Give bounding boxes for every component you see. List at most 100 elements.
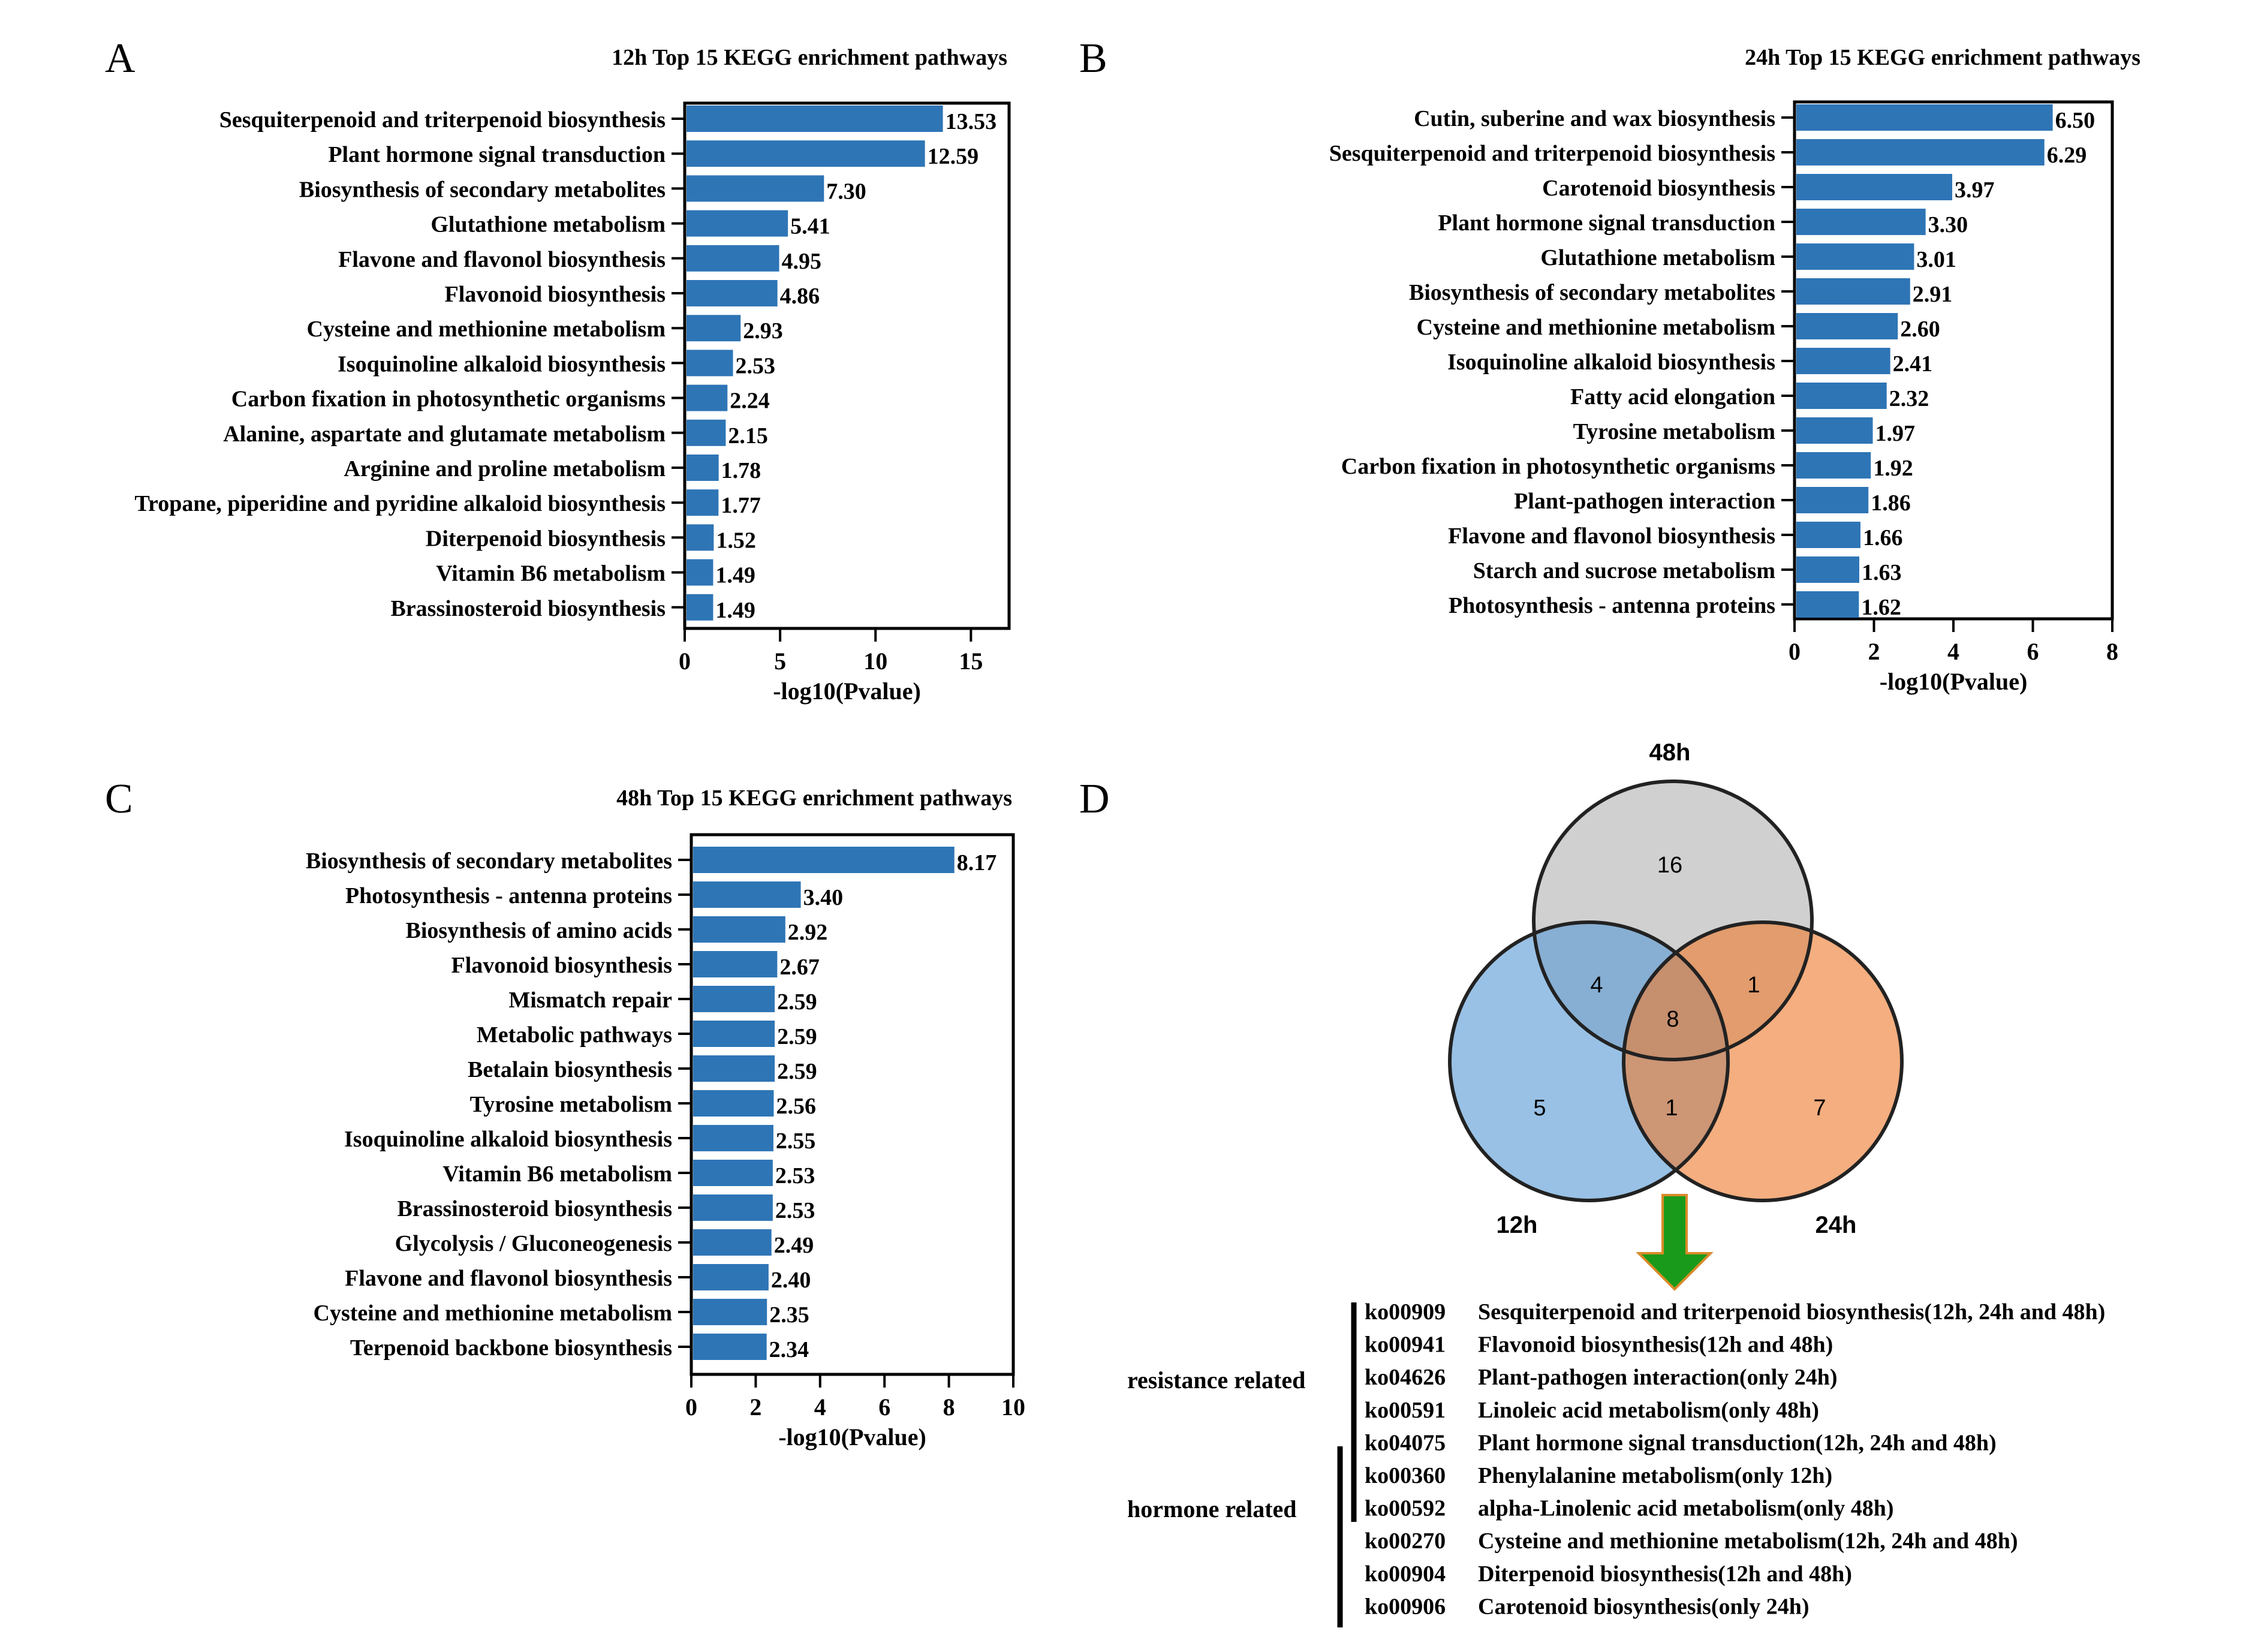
- bar: [693, 951, 778, 977]
- bar-value-label: 2.53: [775, 1163, 815, 1188]
- bar-value-label: 2.35: [769, 1302, 809, 1328]
- y-tick-label: Photosynthesis - antenna proteins: [1449, 593, 1775, 618]
- y-tick-label: Carbon fixation in photosynthetic organi…: [1341, 454, 1775, 479]
- x-tick-label: 4: [1947, 638, 1959, 665]
- x-tick-label: 2: [749, 1394, 761, 1421]
- x-axis-label: -log10(Pvalue): [778, 1424, 926, 1451]
- bar-value-label: 2.60: [1900, 317, 1940, 342]
- venn-circle-outline: [1622, 920, 1904, 1202]
- pathway-id: ko00906: [1365, 1594, 1446, 1619]
- y-tick-label: Vitamin B6 metabolism: [436, 561, 666, 586]
- pathway-name: Diterpenoid biosynthesis(12h and 48h): [1478, 1561, 1852, 1587]
- bar-value-label: 2.93: [743, 318, 783, 344]
- bar: [1796, 139, 2045, 165]
- bar-value-label: 2.49: [774, 1233, 814, 1258]
- y-tick-label: Flavonoid biosynthesis: [445, 282, 666, 307]
- bar: [687, 140, 925, 167]
- bar: [693, 1021, 775, 1047]
- x-axis-label: -log10(Pvalue): [1880, 668, 2028, 695]
- bar-value-label: 1.77: [721, 493, 761, 518]
- y-tick-label: Carotenoid biosynthesis: [1542, 176, 1775, 201]
- bar: [693, 881, 801, 908]
- bar: [687, 594, 713, 621]
- venn-region-count: 4: [1590, 973, 1603, 998]
- bar-value-label: 2.91: [1913, 282, 1953, 307]
- bar: [693, 1264, 769, 1290]
- bar-value-label: 1.49: [715, 563, 755, 588]
- group-label: resistance related: [1127, 1367, 1305, 1394]
- pathway-id: ko00270: [1365, 1528, 1446, 1554]
- bar: [693, 1090, 774, 1117]
- bar: [693, 1299, 767, 1325]
- bar: [1796, 591, 1859, 618]
- y-tick-label: Arginine and proline metabolism: [344, 456, 666, 482]
- chart-title: 24h Top 15 KEGG enrichment pathways: [1745, 45, 2140, 70]
- pathway-id: ko00909: [1365, 1299, 1446, 1325]
- bar: [687, 106, 943, 132]
- plot-frame: [683, 101, 1011, 630]
- bar: [693, 916, 785, 943]
- y-tick-label: Tyrosine metabolism: [1573, 419, 1775, 444]
- venn-region-count: 1: [1747, 973, 1760, 998]
- chart-title: 48h Top 15 KEGG enrichment pathways: [616, 786, 1012, 811]
- y-tick-label: Isoquinoline alkaloid biosynthesis: [338, 351, 666, 377]
- bar: [693, 1160, 773, 1186]
- y-tick-label: Biosynthesis of amino acids: [406, 918, 672, 943]
- y-tick-label: Flavone and flavonol biosynthesis: [1448, 523, 1775, 549]
- pathway-name: Carotenoid biosynthesis(only 24h): [1478, 1594, 1810, 1619]
- bar: [693, 1194, 773, 1221]
- pathway-name: Linoleic acid metabolism(only 48h): [1478, 1398, 1819, 1423]
- y-tick-label: Metabolic pathways: [477, 1022, 672, 1048]
- pathway-name: Sesquiterpenoid and triterpenoid biosynt…: [1478, 1299, 2105, 1325]
- y-tick-label: Diterpenoid biosynthesis: [426, 526, 666, 551]
- y-tick-label: Vitamin B6 metabolism: [442, 1161, 672, 1187]
- y-tick-label: Terpenoid backbone biosynthesis: [350, 1335, 672, 1361]
- bar: [687, 175, 824, 202]
- y-tick-label: Starch and sucrose metabolism: [1473, 558, 1775, 583]
- bar: [1796, 278, 1910, 305]
- bar-value-label: 12.59: [928, 144, 979, 169]
- y-tick-label: Tropane, piperidine and pyridine alkaloi…: [134, 491, 666, 516]
- venn-region-count: 5: [1533, 1096, 1546, 1121]
- down-arrow-icon: [1636, 1194, 1714, 1291]
- bar: [687, 489, 719, 516]
- y-tick-label: Brassinosteroid biosynthesis: [397, 1196, 672, 1221]
- bar: [687, 245, 779, 272]
- panel-letter: A: [105, 35, 136, 82]
- venn-region-count: 7: [1813, 1096, 1826, 1121]
- bar-value-label: 2.59: [777, 989, 817, 1015]
- pathway-id: ko00941: [1365, 1332, 1446, 1358]
- y-tick-label: Cutin, suberine and wax biosynthesis: [1414, 106, 1775, 131]
- bar-value-label: 3.30: [1928, 212, 1968, 237]
- x-tick-label: 8: [943, 1394, 955, 1421]
- y-tick-label: Isoquinoline alkaloid biosynthesis: [344, 1127, 672, 1152]
- y-tick-label: Alanine, aspartate and glutamate metabol…: [223, 422, 666, 447]
- bar-value-label: 4.86: [780, 284, 820, 309]
- pathway-name: Cysteine and methionine metabolism(12h, …: [1478, 1528, 2018, 1554]
- y-tick-label: Sesquiterpenoid and triterpenoid biosynt…: [1329, 141, 1775, 166]
- bar-value-label: 1.52: [716, 528, 756, 553]
- y-tick-label: Carbon fixation in photosynthetic organi…: [231, 387, 666, 412]
- bar: [687, 210, 788, 237]
- bar: [693, 1055, 775, 1082]
- y-tick-label: Tyrosine metabolism: [470, 1092, 672, 1117]
- bar-value-label: 5.41: [790, 214, 830, 239]
- bar-value-label: 6.50: [2055, 108, 2096, 133]
- bar: [1796, 452, 1871, 479]
- x-tick-label: 10: [1001, 1394, 1025, 1421]
- y-tick-label: Glutathione metabolism: [430, 212, 666, 237]
- bar-value-label: 2.55: [776, 1129, 816, 1154]
- bar: [1796, 313, 1898, 339]
- y-tick-label: Flavone and flavonol biosynthesis: [345, 1266, 672, 1291]
- bar-value-label: 2.40: [771, 1268, 811, 1293]
- x-tick-label: 5: [774, 648, 786, 675]
- bar: [1796, 174, 1953, 200]
- bar: [1796, 556, 1859, 583]
- x-tick-label: 2: [1868, 638, 1880, 665]
- x-tick-label: 8: [2106, 638, 2118, 665]
- pathway-name: Plant hormone signal transduction(12h, 2…: [1478, 1430, 1997, 1455]
- bar: [687, 455, 719, 481]
